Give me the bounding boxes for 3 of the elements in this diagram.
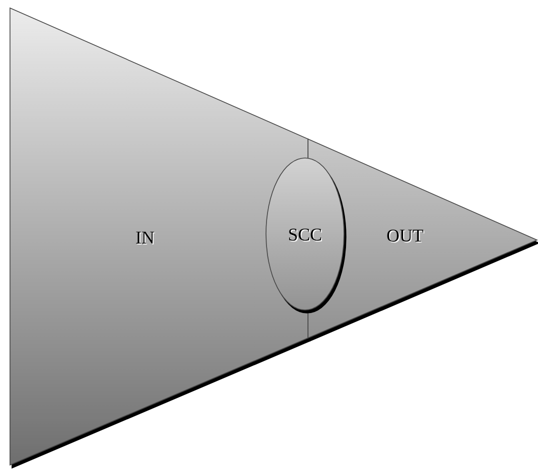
region-label: IN: [136, 228, 154, 248]
region-label: SCC: [288, 224, 322, 246]
region-label: OUT: [386, 226, 424, 246]
